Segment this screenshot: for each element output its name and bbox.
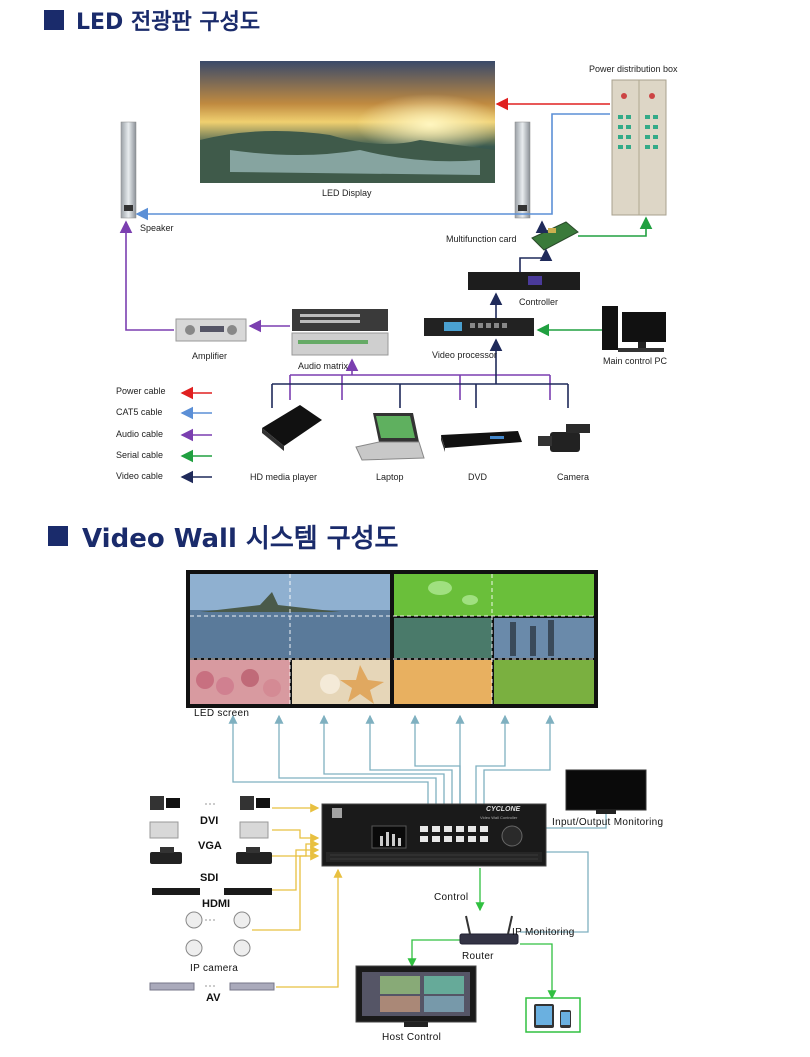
label-vga: VGA: [198, 840, 222, 852]
label-ip-camera: IP camera: [190, 963, 239, 974]
section1-bullet: [44, 10, 64, 30]
video-wall-controller: [321, 803, 547, 867]
vga-device-right: [239, 821, 269, 839]
speaker-right: [514, 121, 531, 219]
label-ip-monitoring: IP Monitoring: [512, 927, 575, 938]
av-device-left: [149, 982, 195, 991]
label-router: Router: [462, 951, 494, 962]
wall-signal-lines: [228, 714, 607, 933]
mobile-devices: [525, 997, 581, 1033]
label-main-control-pc: Main control PC: [603, 356, 668, 366]
source-separators: [205, 803, 215, 987]
power-distribution-box: [611, 79, 667, 216]
amplifier-device: [175, 318, 247, 342]
label-controller: Controller: [519, 297, 559, 307]
serial-cable-paths: [536, 216, 653, 337]
video-cable-paths: [271, 220, 569, 408]
label-power-distribution-box: Power distribution box: [589, 64, 678, 74]
io-monitor-device: [565, 769, 647, 814]
vga-device-left: [149, 821, 179, 839]
host-control-monitor: [355, 965, 477, 1027]
label-sdi: SDI: [200, 872, 219, 884]
label-audio-matrix: Audio matrix: [298, 361, 349, 371]
section1-title: LED 전광판 구성도: [76, 10, 261, 35]
label-led-screen: LED screen: [194, 708, 250, 719]
label-laptop: Laptop: [376, 472, 404, 482]
legend-arrows: [180, 386, 212, 484]
label-dvi: DVI: [200, 815, 219, 827]
speaker-left: [120, 121, 137, 219]
label-camera: Camera: [557, 472, 590, 482]
legend-audio-cable: Audio cable: [116, 429, 164, 439]
led-display: [200, 61, 495, 183]
audio-matrix-device: [291, 309, 389, 356]
sdi-camera-left: [150, 847, 182, 864]
cat5-cable-paths: [135, 113, 610, 221]
label-amplifier: Amplifier: [192, 351, 228, 361]
audio-cable-paths: [119, 220, 551, 400]
controller-brand-sub: Video Wall Controller: [480, 815, 518, 820]
camera-device: [538, 424, 590, 452]
dvi-pc-right: [240, 796, 270, 810]
label-host-control: Host Control: [382, 1032, 442, 1043]
dvd-device: [441, 431, 522, 452]
legend-serial-cable: Serial cable: [116, 450, 164, 460]
multifunction-card: [531, 221, 579, 251]
controller-device: [468, 272, 580, 290]
router-device: [459, 915, 519, 945]
legend-power-cable: Power cable: [116, 386, 166, 396]
label-control: Control: [434, 892, 469, 903]
section2-bullet: [48, 526, 68, 546]
label-speaker: Speaker: [140, 223, 174, 233]
sdi-camera-right: [236, 847, 272, 864]
laptop-device: [355, 413, 425, 461]
controller-brand: CYCLONE: [486, 806, 521, 813]
hdmi-device-left: [152, 888, 200, 895]
dvi-pc-left: [150, 796, 180, 810]
label-led-display: LED Display: [322, 188, 372, 198]
hdmi-device-right: [224, 888, 272, 895]
label-av: AV: [206, 992, 221, 1004]
av-device-right: [229, 982, 275, 991]
label-io-monitoring: Input/Output Monitoring: [552, 817, 664, 828]
label-hdmi: HDMI: [202, 898, 231, 910]
label-video-processor: Video processor: [432, 350, 497, 360]
ip-camera-devices: [185, 911, 251, 957]
label-multifunction-card: Multifunction card: [446, 234, 517, 244]
network-lines: [407, 868, 557, 1000]
section2-title: Video Wall 시스템 구성도: [82, 524, 399, 554]
video-wall-screen: [186, 570, 598, 708]
video-processor-device: [424, 318, 534, 336]
label-hd-media-player: HD media player: [250, 472, 318, 482]
input-signal-lines: [252, 803, 343, 988]
legend-video-cable: Video cable: [116, 471, 163, 481]
main-control-pc: [602, 306, 666, 352]
hd-media-player-device: [262, 405, 322, 451]
legend-cat5-cable: CAT5 cable: [116, 407, 163, 417]
label-dvd: DVD: [468, 472, 488, 482]
